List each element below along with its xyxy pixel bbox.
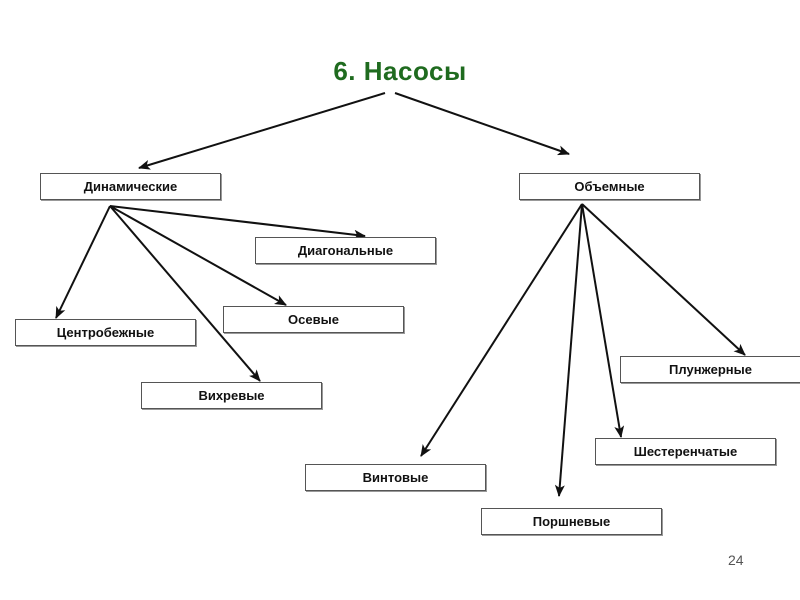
node-piston: Поршневые xyxy=(481,508,662,535)
arrow-volumetric-to-screw xyxy=(420,203,583,457)
arrow-dynamic-to-axial xyxy=(109,205,287,306)
page-number: 24 xyxy=(728,552,744,568)
arrow-root-to-dynamic xyxy=(138,92,386,170)
node-vortex: Вихревые xyxy=(141,382,322,409)
node-diagonal: Диагональные xyxy=(255,237,436,264)
node-volumetric: Объемные xyxy=(519,173,700,200)
diagram-title: 6. Насосы xyxy=(333,56,467,86)
node-plunger: Плунжерные xyxy=(620,356,800,383)
node-centrifugal: Центробежные xyxy=(15,319,196,346)
arrow-dynamic-to-vortex xyxy=(109,205,261,382)
arrow-dynamic-to-centrifugal xyxy=(55,205,111,319)
arrow-volumetric-to-plunger xyxy=(581,203,746,356)
arrow-dynamic-to-diagonal xyxy=(109,205,366,240)
node-screw: Винтовые xyxy=(305,464,486,491)
arrow-root-to-volumetric xyxy=(394,92,570,156)
arrow-volumetric-to-piston xyxy=(554,203,583,497)
node-dynamic: Динамические xyxy=(40,173,221,200)
arrow-volumetric-to-gear xyxy=(581,203,625,438)
node-axial: Осевые xyxy=(223,306,404,333)
node-gear: Шестеренчатые xyxy=(595,438,776,465)
